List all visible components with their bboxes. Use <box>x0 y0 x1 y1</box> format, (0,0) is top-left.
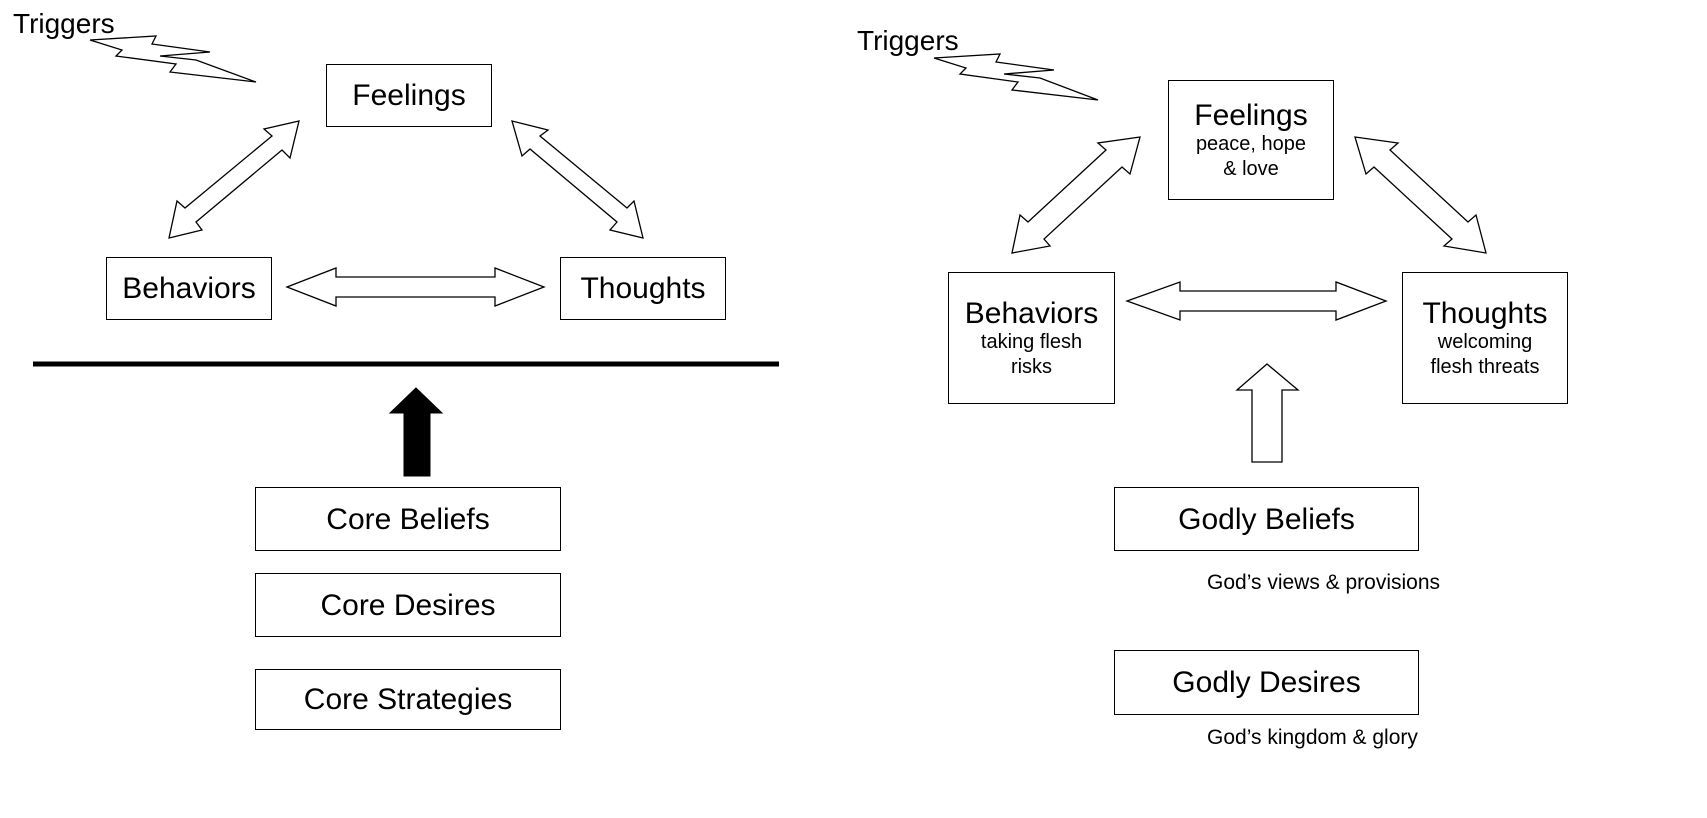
core-strategies-box: Core Strategies <box>255 669 561 730</box>
double-arrow-icon <box>511 120 644 239</box>
diagram-shapes <box>33 35 1487 477</box>
godly-desires-title: Godly Desires <box>1172 666 1361 699</box>
double-arrow-icon <box>1125 281 1388 321</box>
double-arrow-icon <box>1354 136 1487 254</box>
feelings-title: Feelings <box>1194 98 1308 132</box>
godly-desires-box: Godly Desires <box>1114 650 1419 715</box>
feelings-detail-line: & love <box>1223 157 1279 180</box>
behaviors-box: Behaviors <box>106 257 272 320</box>
core-beliefs-box: Core Beliefs <box>255 487 561 551</box>
thoughts-detail-line: welcoming <box>1437 330 1533 353</box>
feelings-title: Feelings <box>352 79 466 112</box>
behaviors-title: Behaviors <box>964 296 1099 330</box>
thoughts-box: Thoughts welcoming flesh threats <box>1402 272 1568 404</box>
godly-desires-caption: God’s kingdom & glory <box>1207 726 1418 749</box>
core-desires-box: Core Desires <box>255 573 561 637</box>
double-arrow-icon <box>1011 136 1141 254</box>
core-desires-title: Core Desires <box>320 588 496 622</box>
thoughts-box: Thoughts <box>560 257 726 320</box>
core-strategies-title: Core Strategies <box>303 683 513 716</box>
double-arrow-icon <box>285 267 546 307</box>
behaviors-box: Behaviors taking flesh risks <box>948 272 1115 404</box>
behaviors-title: Behaviors <box>122 272 256 305</box>
feelings-box: Feelings <box>326 64 492 127</box>
thoughts-detail-line: flesh threats <box>1430 355 1540 378</box>
feelings-detail-line: peace, hope <box>1195 132 1307 155</box>
thoughts-title: Thoughts <box>580 272 706 305</box>
triggers-label: Triggers <box>857 25 959 56</box>
godly-beliefs-caption: God’s views & provisions <box>1207 571 1441 594</box>
double-arrow-icon <box>168 120 300 239</box>
core-beliefs-title: Core Beliefs <box>326 502 490 536</box>
godly-beliefs-box: Godly Beliefs <box>1114 487 1419 551</box>
lightning-bolt-icon <box>933 53 1099 101</box>
thoughts-title: Thoughts <box>1422 296 1548 330</box>
behaviors-detail-line: risks <box>1010 355 1053 378</box>
diagram-canvas: Triggers Feelings Behaviors Thoughts Cor… <box>13 8 1568 749</box>
up-arrow-icon <box>1235 363 1300 463</box>
triggers-label: Triggers <box>13 8 115 39</box>
feelings-box: Feelings peace, hope & love <box>1168 80 1334 200</box>
godly-beliefs-title: Godly Beliefs <box>1178 502 1355 536</box>
lightning-bolt-icon <box>89 35 257 83</box>
behaviors-detail-line: taking flesh <box>980 330 1083 353</box>
up-arrow-icon <box>388 387 444 477</box>
